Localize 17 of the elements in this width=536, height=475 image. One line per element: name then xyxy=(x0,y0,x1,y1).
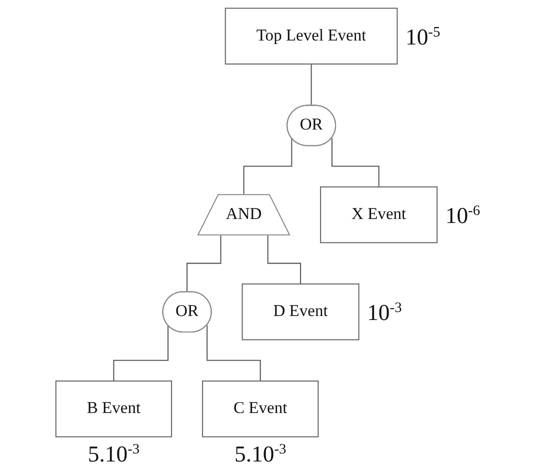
connector xyxy=(267,235,302,284)
probability-value: 10$^{-5}$ xyxy=(405,24,440,50)
connector xyxy=(243,138,292,196)
connector xyxy=(310,64,312,106)
connector xyxy=(186,235,222,293)
node-box: D Event xyxy=(242,283,360,340)
connector xyxy=(113,325,169,382)
connector xyxy=(331,138,380,188)
probability-value: 10$^{-6}$ xyxy=(445,203,480,228)
connector xyxy=(206,325,261,382)
node-box: C Event xyxy=(202,380,319,438)
probability-value: 10$^{-3}$ xyxy=(367,300,402,326)
probability-value: 5.10$^{-3}$ xyxy=(234,442,286,467)
node-box: B Event xyxy=(55,380,172,438)
probability-value: 5.10$^{-3}$ xyxy=(88,442,140,467)
node-box: X Event xyxy=(320,186,438,244)
node-box: Top Level Event xyxy=(224,8,398,65)
